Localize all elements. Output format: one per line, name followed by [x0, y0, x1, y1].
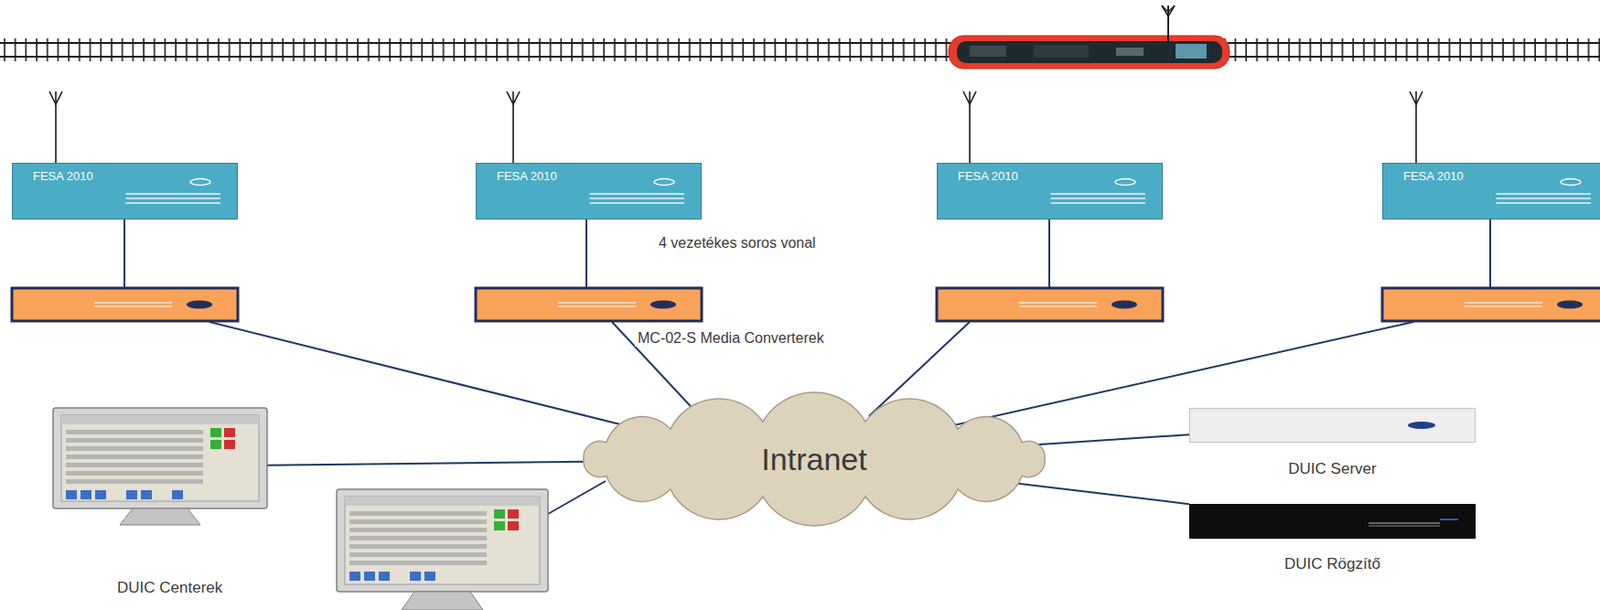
serial-line — [124, 219, 1491, 289]
base-station: FESA 2010 — [936, 162, 1163, 220]
monitor — [336, 489, 548, 610]
line-label: MC-02-S Media Converterek — [634, 330, 827, 347]
base-station: FESA 2010 — [11, 162, 238, 220]
media-converter — [11, 288, 1600, 322]
box-decoration — [1190, 504, 1475, 538]
base-station: FESA 2010 — [1382, 162, 1600, 220]
train — [948, 5, 1230, 69]
train-antenna — [1161, 5, 1175, 43]
node-text: DUIC Rögzítő — [1190, 555, 1475, 574]
line-label: 4 vezetékes soros vonal — [655, 235, 819, 252]
node-text: Intranet — [576, 441, 1053, 478]
network-cloud: Intranet — [576, 413, 1053, 505]
node-text: FESA 2010 — [496, 169, 558, 183]
railway-track — [0, 38, 1600, 62]
antenna — [49, 91, 1423, 163]
box-decoration — [1190, 408, 1475, 442]
box-decoration — [53, 408, 268, 526]
node-text: FESA 2010 — [1403, 169, 1464, 183]
network-link — [997, 481, 1190, 505]
network-link — [1025, 434, 1190, 446]
server-unit: DUIC Server — [1189, 408, 1476, 443]
node-text: FESA 2010 — [957, 169, 1019, 183]
network-link — [267, 461, 587, 466]
node-text: FESA 2010 — [32, 169, 94, 183]
recorder-unit: DUIC Rögzítő — [1189, 504, 1476, 539]
node-text: DUIC Server — [1190, 460, 1475, 479]
base-station: FESA 2010 — [475, 162, 702, 220]
node-text: DUIC Centerek — [117, 579, 223, 598]
monitor: DUIC Centerek — [53, 408, 268, 526]
